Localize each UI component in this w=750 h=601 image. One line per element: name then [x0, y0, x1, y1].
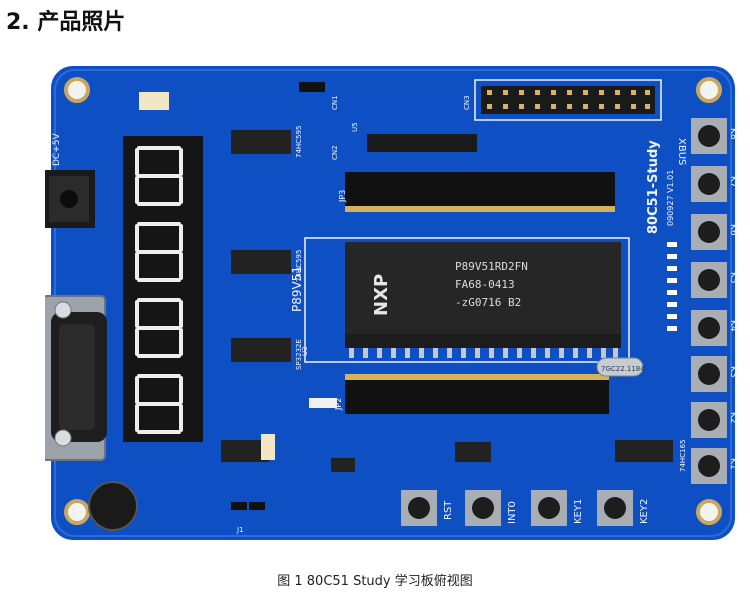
xbus-header — [474, 79, 662, 121]
button-label-key2: KEY2 — [639, 499, 650, 524]
label-cn2: CN2 — [331, 145, 339, 160]
page-heading: 2. 产品照片 — [6, 10, 126, 35]
pin-header-jp3 — [345, 172, 615, 212]
led-indicators — [667, 242, 677, 331]
crystal-label: 7GC22.1184 — [601, 365, 645, 373]
chip-text-line-3: -zG0716 B2 — [455, 296, 521, 309]
label-jp2: JP2 — [334, 398, 343, 411]
ic-labels: 74HC595 74HC595 SP3232E 74HC165 — [295, 126, 687, 472]
dc-power-jack — [45, 170, 95, 228]
mcu-socket-outline — [304, 237, 630, 363]
board-photo: DC+5V P89V51 — [45, 66, 738, 540]
key-label-k7: K7 — [728, 176, 738, 188]
mcu-chip — [345, 242, 621, 358]
figure-caption: 图 1 80C51 Study 学习板俯视图 — [277, 574, 473, 589]
buttons-bottom — [401, 490, 633, 526]
buzzer — [88, 481, 138, 531]
label-jp3: JP3 — [338, 190, 347, 203]
smd-ic-group — [221, 130, 673, 462]
button-labels-bottom: RST INT0 KEY1 KEY2 — [443, 499, 650, 524]
ic-label-1: 74HC595 — [295, 126, 303, 158]
xbus-label: XBUS — [676, 138, 687, 165]
key-column-right — [691, 118, 727, 484]
mounting-holes — [64, 77, 722, 525]
key-label-k4: K4 — [728, 320, 738, 332]
crystal-oscillator — [596, 357, 644, 377]
key-label-k2: K2 — [728, 412, 738, 424]
ic-label-2: 74HC595 — [295, 250, 303, 282]
ic-label-4: 74HC165 — [679, 440, 687, 472]
button-label-int0: INT0 — [507, 501, 518, 524]
button-label-key1: KEY1 — [573, 499, 584, 524]
header-labels: JP3 JP2 CN1 CN2 CN3 U3 U5 J1 — [236, 95, 471, 534]
button-label-rst: RST — [443, 500, 454, 520]
chip-text-line-2: FA68-0413 — [455, 278, 515, 291]
ic-label-3: SP3232E — [295, 339, 303, 370]
mcu-label: P89V51 — [290, 266, 304, 312]
label-j1: J1 — [236, 526, 244, 534]
dc-label: DC+5V — [52, 133, 62, 166]
key-label-k8: K8 — [728, 128, 738, 140]
chip-logo: NXP — [371, 274, 392, 316]
board-version: 090927 V1.01 — [666, 170, 675, 226]
pin-header-jp2 — [345, 374, 609, 414]
key-labels-right: K8 K7 K6 K5 K4 K3 K2 K1 — [728, 128, 738, 470]
key-label-k5: K5 — [728, 272, 738, 284]
board-brand: 80C51-Study — [646, 140, 661, 234]
serial-db9-connector — [45, 295, 107, 461]
label-cn3: CN3 — [463, 95, 471, 110]
key-label-k6: K6 — [728, 224, 738, 236]
chip-text-line-1: P89V51RD2FN — [455, 260, 528, 273]
label-cn1: CN1 — [331, 95, 339, 110]
smd-components — [139, 82, 355, 510]
label-u5: U5 — [351, 122, 359, 132]
seven-segment-display — [123, 136, 203, 442]
key-label-k1: K1 — [728, 458, 738, 470]
key-label-k3: K3 — [728, 366, 738, 378]
label-u3: U3 — [301, 346, 309, 356]
